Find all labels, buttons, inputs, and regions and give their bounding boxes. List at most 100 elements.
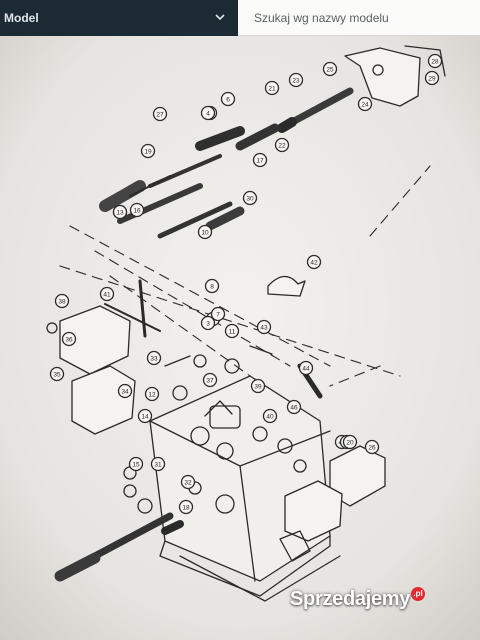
part-callout-circle <box>256 319 272 335</box>
part-callout: 41 <box>99 286 115 302</box>
part-callout-circle <box>200 105 216 121</box>
part-callout: 11 <box>224 323 240 339</box>
part-callout-number: 6 <box>226 97 230 104</box>
part-callout: 36 <box>61 331 77 347</box>
part-callout-number: 29 <box>428 76 436 83</box>
part-callout-circle <box>342 434 358 450</box>
part-callout-circle <box>178 499 194 515</box>
part-callout-circle <box>112 204 128 220</box>
part-callout-number: 8 <box>210 284 214 291</box>
sprzedajemy-watermark: Sprzedajemy .pl <box>290 586 426 611</box>
part-callout: 34 <box>117 383 133 399</box>
part-callout-circle <box>298 360 314 376</box>
part-callout-circle <box>262 408 278 424</box>
part-callout-circle <box>306 254 322 270</box>
part-callout-circle <box>140 143 156 159</box>
part-callout-number: 19 <box>144 149 152 156</box>
part-callout-circle <box>202 372 218 388</box>
part-callout-number: 46 <box>290 405 298 412</box>
part-callout-circle <box>129 202 145 218</box>
part-callout: 8 <box>204 278 220 294</box>
part-callout-number: 18 <box>182 505 190 512</box>
part-callout-circle <box>288 72 304 88</box>
part-callout-number: 4 <box>206 111 210 118</box>
part-callout-number: 42 <box>310 260 318 267</box>
part-callout: 35 <box>49 366 65 382</box>
part-callout: 43 <box>256 319 272 335</box>
part-callout: 28 <box>427 53 443 69</box>
top-bar: Model Szukaj wg nazwy modelu <box>0 0 480 36</box>
watermark-brand: Sprzedajemy <box>290 588 411 610</box>
part-callout-number: 44 <box>302 366 310 373</box>
part-callout-circle <box>146 350 162 366</box>
part-callout-number: 34 <box>121 389 129 396</box>
part-callout-number: 43 <box>260 325 268 332</box>
part-callout-number: 26 <box>368 445 376 452</box>
part-callout: 32 <box>180 474 196 490</box>
part-callout-circle <box>322 61 338 77</box>
part-callout-number: 14 <box>141 414 149 421</box>
part-callout: 18 <box>178 499 194 515</box>
part-callout-circle <box>427 53 443 69</box>
part-callout-circle <box>49 366 65 382</box>
part-callout-number: 27 <box>156 112 164 119</box>
part-callout-number: 31 <box>154 462 162 469</box>
model-dropdown[interactable]: Model <box>0 0 238 36</box>
part-callout: 14 <box>137 408 153 424</box>
part-callout: 26 <box>364 439 380 455</box>
part-callout-number: 33 <box>150 356 158 363</box>
part-callout-number: 3 <box>206 321 210 328</box>
part-callout: 10 <box>197 224 213 240</box>
part-callout-circle <box>128 456 144 472</box>
part-callout-circle <box>252 152 268 168</box>
part-callout: 13 <box>112 204 128 220</box>
part-callout-circle <box>197 224 213 240</box>
part-callout: 15 <box>128 456 144 472</box>
part-callout-number: 15 <box>132 462 140 469</box>
part-callout: 39 <box>250 378 266 394</box>
part-callout-number: 40 <box>266 414 274 421</box>
part-callout-number: 13 <box>116 210 124 217</box>
part-callout-number: 16 <box>133 208 141 215</box>
part-callout: 17 <box>252 152 268 168</box>
part-callout-number: 28 <box>431 59 439 66</box>
part-callout: 44 <box>298 360 314 376</box>
part-callout-circle <box>54 293 70 309</box>
part-callout-number: 36 <box>65 337 73 344</box>
part-callout-number: 30 <box>246 196 254 203</box>
part-callout-number: 32 <box>184 480 192 487</box>
part-callout: 33 <box>146 350 162 366</box>
part-callout: 37 <box>202 372 218 388</box>
watermark-suffix: .pl <box>411 586 426 601</box>
search-input[interactable]: Szukaj wg nazwy modelu <box>238 0 480 36</box>
part-callout: 31 <box>150 456 166 472</box>
part-callout: 20 <box>342 434 358 450</box>
part-callout: 12 <box>144 386 160 402</box>
part-callout-circle <box>137 408 153 424</box>
part-callout: 7 <box>210 306 226 322</box>
part-callout: 29 <box>424 70 440 86</box>
part-callout: 24 <box>357 96 373 112</box>
part-callout-circle <box>364 439 380 455</box>
part-callout: 16 <box>129 202 145 218</box>
part-callout-number: 39 <box>254 384 262 391</box>
part-callout: 40 <box>262 408 278 424</box>
part-callout: 42 <box>306 254 322 270</box>
part-callout: 19 <box>140 143 156 159</box>
part-callout-number: 41 <box>103 292 111 299</box>
part-callout-circle <box>357 96 373 112</box>
part-callout: 30 <box>242 190 258 206</box>
part-callout: 25 <box>322 61 338 77</box>
search-placeholder: Szukaj wg nazwy modelu <box>254 10 389 25</box>
part-callout: 6 <box>220 91 236 107</box>
part-callout-circle <box>220 91 236 107</box>
part-callout-circle <box>99 286 115 302</box>
part-callout-circle <box>274 137 290 153</box>
part-callout-number: 23 <box>292 78 300 85</box>
part-callout-circle <box>210 306 226 322</box>
part-callout-number: 7 <box>216 312 220 319</box>
part-callout: 21 <box>264 80 280 96</box>
part-callout: 23 <box>288 72 304 88</box>
part-callout-number: 21 <box>268 86 276 93</box>
part-callout-circle <box>224 323 240 339</box>
